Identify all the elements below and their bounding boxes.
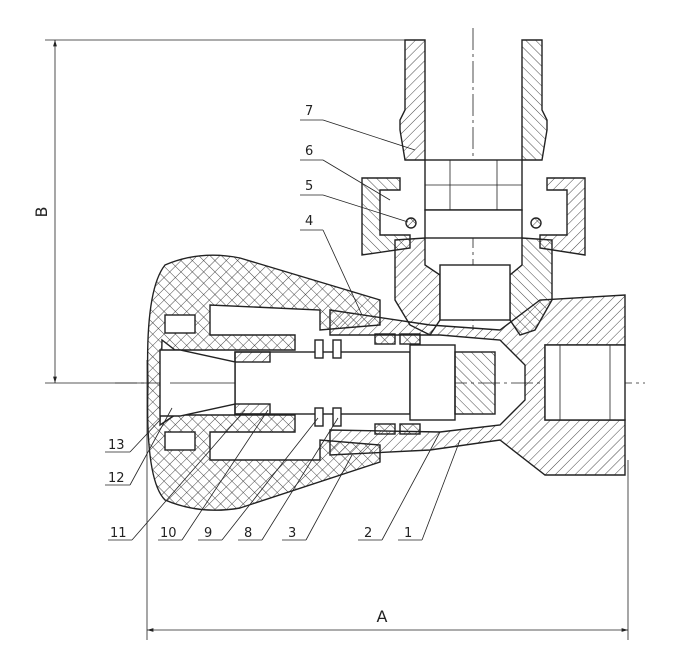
callout-13: 13 — [108, 438, 125, 453]
top-fitting — [399, 39, 548, 211]
handwheel — [146, 254, 381, 511]
callout-1: 1 — [404, 526, 412, 541]
callout-9: 9 — [204, 526, 212, 541]
callout-4: 4 — [305, 214, 313, 229]
spindle-assembly — [234, 333, 496, 435]
callout-5: 5 — [305, 179, 313, 194]
callout-leaders — [105, 119, 461, 541]
callout-7: 7 — [305, 104, 313, 119]
callout-10: 10 — [160, 526, 177, 541]
dimension-b-label: B — [32, 207, 51, 218]
callout-3: 3 — [288, 526, 296, 541]
callout-6: 6 — [305, 144, 313, 159]
callout-8: 8 — [244, 526, 252, 541]
callout-labels: 1 2 3 4 5 6 7 8 9 10 11 12 13 — [108, 104, 412, 541]
callout-12: 12 — [108, 471, 125, 486]
union-nut — [361, 177, 586, 256]
callout-11: 11 — [110, 526, 127, 541]
callout-2: 2 — [364, 526, 372, 541]
dimension-a-label: A — [377, 607, 388, 626]
valve-body — [329, 294, 626, 476]
